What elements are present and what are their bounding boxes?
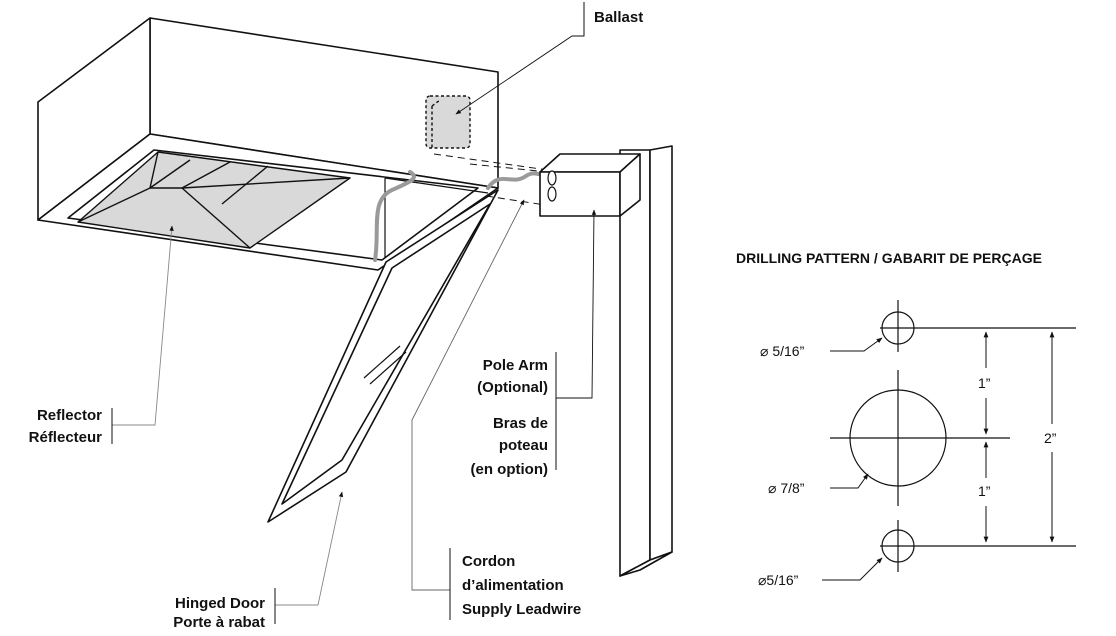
mounting-dashes: [433, 153, 553, 207]
housing-cavity: [384, 177, 489, 258]
reflector: [77, 151, 351, 249]
wire-terminals: [547, 170, 557, 202]
dim-upper-label: 1”: [978, 375, 991, 391]
pole-side: [649, 145, 673, 561]
bottom-hole: [881, 529, 915, 563]
pole-front: [619, 149, 651, 577]
pole-bottom: [619, 551, 673, 577]
ballast-label: Ballast: [594, 9, 643, 26]
internal-wire: [373, 170, 416, 262]
ballast-block: [425, 95, 471, 150]
center-hole: [849, 389, 947, 487]
pole-arm-label-2: (Optional): [477, 379, 548, 396]
pole-arm-label-3: Bras de: [493, 415, 548, 432]
drilling-pattern-title: DRILLING PATTERN / GABARIT DE PERÇAGE: [736, 250, 1042, 266]
leadwire-label-2: d’alimentation: [462, 577, 564, 594]
leadwire-label-3: Supply Leadwire: [462, 601, 581, 618]
dim-total-label: 2”: [1044, 430, 1057, 446]
arm-side: [619, 153, 641, 217]
center-hole-label: ⌀ 7/8”: [768, 480, 805, 496]
drilling-pattern: DRILLING PATTERN / GABARIT DE PERÇAGE 1”: [736, 250, 1076, 588]
top-hole-label: ⌀ 5/16”: [760, 343, 805, 359]
leader-lines: [112, 2, 597, 606]
pole-arm-label-5: (en option): [471, 461, 548, 478]
hinged-door-label-en: Hinged Door: [175, 595, 265, 612]
bottom-hole-label: ⌀5/16”: [758, 572, 799, 588]
reflector-label-en: Reflector: [37, 407, 102, 424]
hinged-door-label-fr: Porte à rabat: [173, 614, 265, 631]
dim-lower-label: 1”: [978, 483, 991, 499]
reflector-leader: [112, 225, 174, 426]
label-brackets: [111, 352, 557, 624]
reflector-label-fr: Réflecteur: [29, 429, 103, 446]
hinged-door: [267, 189, 499, 523]
door-leader: [275, 491, 344, 606]
pole-arm-label-1: Pole Arm: [483, 357, 548, 374]
pole-arm: [539, 145, 673, 577]
leadwire-label-1: Cordon: [462, 553, 515, 570]
leadwire-leader: [411, 199, 525, 591]
pole-arm-label-4: poteau: [499, 437, 548, 454]
top-hole: [881, 311, 915, 345]
pole-arm-leader: [556, 209, 597, 399]
